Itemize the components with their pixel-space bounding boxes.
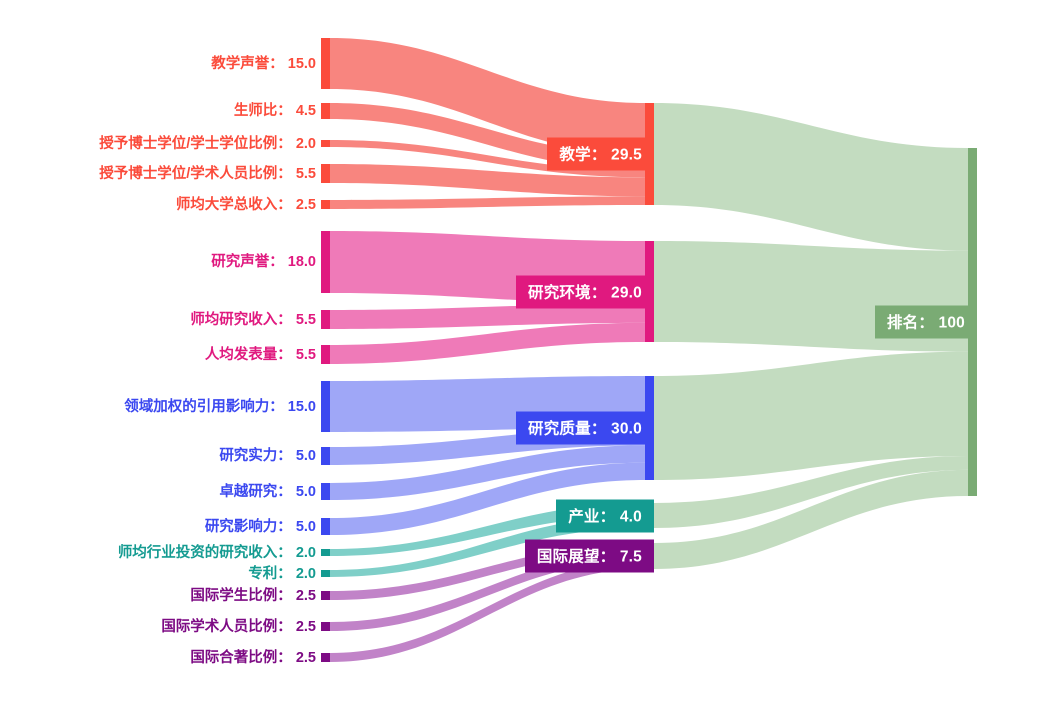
node-label-research_env: 研究环境： 29.0: [516, 275, 654, 308]
sankey-link: [654, 351, 968, 480]
sankey-node-teaching_reputation[interactable]: [321, 38, 330, 89]
node-label-research_reputation: 研究声誉： 18.0: [211, 253, 316, 270]
sankey-node-intl_staff[interactable]: [321, 622, 330, 631]
sankey-node-citation_impact[interactable]: [321, 381, 330, 432]
node-label-research_productivity: 人均发表量： 5.5: [204, 346, 316, 363]
sankey-node-research_influence[interactable]: [321, 518, 330, 535]
node-label-citation_impact: 领域加权的引用影响力： 15.0: [124, 398, 316, 415]
sankey-node-research_strength[interactable]: [321, 447, 330, 465]
node-label-industry_income: 师均行业投资的研究收入： 2.0: [117, 544, 316, 561]
node-label-intl_students: 国际学生比例： 2.5: [190, 587, 316, 604]
node-label-intl_outlook: 国际展望： 7.5: [524, 539, 654, 573]
sankey-node-industry_income[interactable]: [321, 549, 330, 556]
node-label-doctorate_bachelor_ratio: 授予博士学位/学士学位比例： 2.0: [99, 135, 316, 152]
node-label-research_income: 师均研究收入： 5.5: [190, 311, 316, 328]
sankey-link: [330, 164, 645, 197]
node-label-patents: 专利： 2.0: [248, 565, 316, 582]
node-label-teaching_reputation: 教学声誉： 15.0: [211, 55, 316, 72]
sankey-link: [654, 455, 968, 528]
sankey-node-student_staff_ratio[interactable]: [321, 103, 330, 119]
sankey-link: [330, 303, 645, 329]
node-label-intl_staff: 国际学术人员比例： 2.5: [161, 618, 316, 635]
node-label-doctorate_staff_ratio: 授予博士学位/学术人员比例： 5.5: [99, 165, 316, 182]
sankey-node-research_reputation[interactable]: [321, 231, 330, 293]
sankey-link: [654, 469, 968, 569]
node-label-research_excellence: 卓越研究： 5.0: [219, 483, 316, 500]
sankey-link: [654, 103, 968, 251]
node-label-research_influence: 研究影响力： 5.0: [204, 518, 316, 535]
sankey-link: [330, 560, 645, 662]
sankey-node-research_excellence[interactable]: [321, 483, 330, 500]
sankey-node-institutional_income[interactable]: [321, 200, 330, 209]
sankey-link: [330, 196, 645, 209]
node-label-teaching: 教学： 29.5: [547, 137, 654, 171]
sankey-node-patents[interactable]: [321, 570, 330, 577]
node-label-research_quality: 研究质量： 30.0: [516, 411, 654, 445]
sankey-link: [330, 38, 645, 155]
sankey-node-intl_coauthorship[interactable]: [321, 653, 330, 662]
sankey-node-doctorate_staff_ratio[interactable]: [321, 164, 330, 183]
node-label-research_strength: 研究实力： 5.0: [219, 447, 316, 464]
node-label-industry: 产业： 4.0: [556, 499, 654, 532]
sankey-node-doctorate_bachelor_ratio[interactable]: [321, 140, 330, 147]
sankey-node-research_income[interactable]: [321, 310, 330, 329]
sankey-link: [330, 445, 645, 500]
sankey-link: [330, 462, 645, 535]
sankey-link: [330, 322, 645, 364]
node-label-institutional_income: 师均大学总收入： 2.5: [175, 196, 316, 213]
sankey-node-research_productivity[interactable]: [321, 345, 330, 364]
node-label-ranking: 排名： 100: [874, 305, 977, 339]
sankey-link: [330, 551, 645, 631]
node-label-intl_coauthorship: 国际合著比例： 2.5: [190, 649, 316, 666]
node-label-student_staff_ratio: 生师比： 4.5: [233, 102, 316, 119]
sankey-node-intl_students[interactable]: [321, 591, 330, 600]
links-layer: [330, 38, 968, 662]
